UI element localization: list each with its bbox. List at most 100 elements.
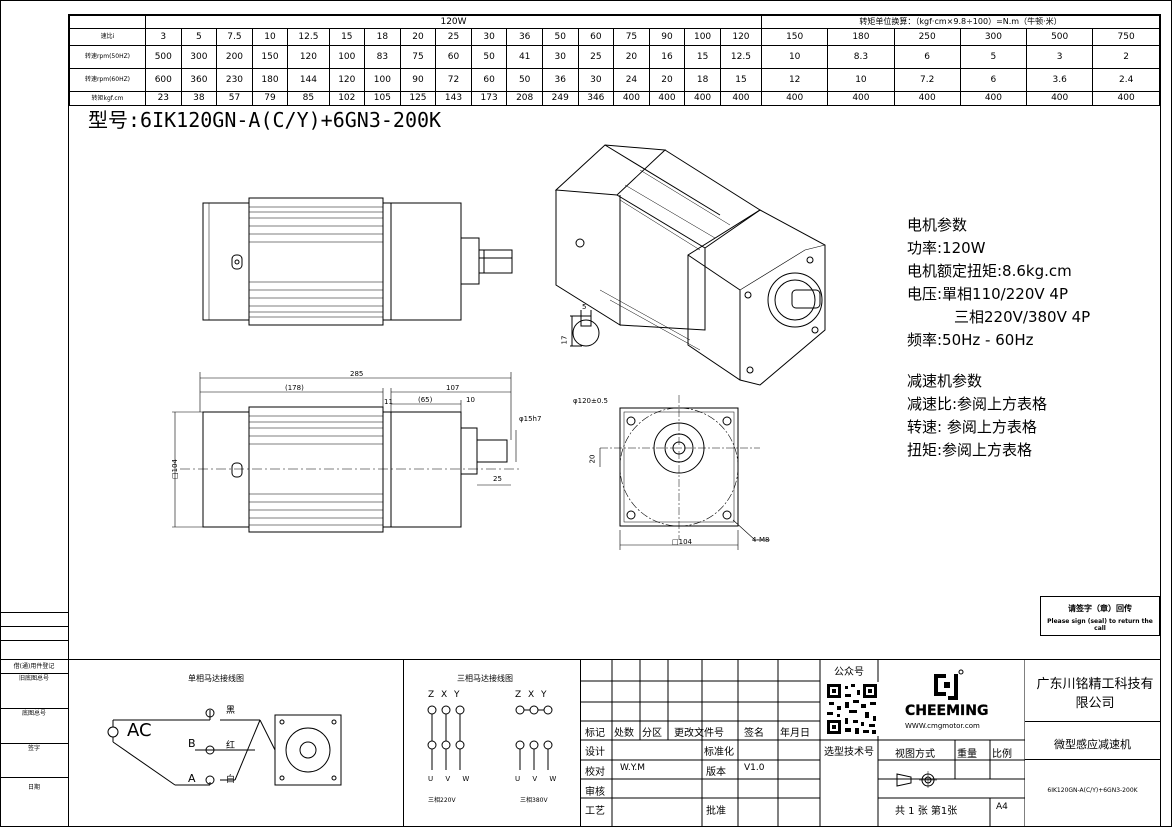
tb-version-label: 版本 xyxy=(706,767,726,778)
dim-total: 285 xyxy=(350,370,364,378)
dim-shaft-dia: φ15h7 xyxy=(519,415,542,423)
dim-pcd: φ120±0.5 xyxy=(573,397,608,405)
dim-gear: 107 xyxy=(446,384,460,392)
side-view-bottom xyxy=(172,372,520,533)
tb-date: 年月日 xyxy=(780,728,810,739)
brand-logo-icon xyxy=(934,669,964,700)
tb-check-by: W.Y.M xyxy=(620,763,646,773)
tb-standard: 标准化 xyxy=(704,747,734,758)
three-wiring-title: 三相马达接线图 xyxy=(457,674,513,683)
spec-cell: 79 xyxy=(251,91,289,106)
isometric-view xyxy=(554,144,826,386)
dim-key-w: 5 xyxy=(582,303,587,311)
spec-cell: 6 xyxy=(959,68,1028,92)
spec-cell: 20 xyxy=(648,68,686,92)
dim-gear-inner: (65) xyxy=(418,396,433,404)
spec-cell: 18 xyxy=(684,68,721,92)
spec-cell: 41 xyxy=(506,45,543,69)
spec-cell: 400 xyxy=(719,91,763,106)
spec-cell: 10 xyxy=(761,45,829,69)
param-line: 扭矩:参阅上方表格 xyxy=(907,441,1033,459)
spec-cell: 16 xyxy=(648,45,686,69)
tb-version: V1.0 xyxy=(744,763,765,773)
spec-cell: 75 xyxy=(399,45,437,69)
tb-check: 校对 xyxy=(585,767,605,778)
zxy-220: Z X Y xyxy=(428,690,462,700)
wire-red: 红 xyxy=(226,741,236,751)
spec-cell: 15 xyxy=(684,45,721,69)
terminal-a: A xyxy=(188,772,196,785)
ac-label: AC xyxy=(127,720,152,741)
dim-hub: 20 xyxy=(588,454,597,464)
sign-box: 请签字（章）回传 Please sign (seal) to return th… xyxy=(1040,596,1160,636)
param-line: 频率:50Hz - 60Hz xyxy=(907,331,1034,349)
technical-drawing xyxy=(172,144,826,550)
dim-square: □104 xyxy=(170,459,179,479)
tb-zone: 分区 xyxy=(642,728,662,739)
spec-cell: 12.5 xyxy=(719,45,763,69)
spec-cell: 150 xyxy=(251,45,289,69)
tb-design: 设计 xyxy=(585,747,605,758)
param-line: 减速比:参阅上方表格 xyxy=(907,395,1048,413)
tb-size: A4 xyxy=(996,802,1008,812)
wire-black: 黑 xyxy=(226,706,236,716)
tb-weight: 重量 xyxy=(957,749,977,760)
v220-label: 三相220V xyxy=(428,797,456,804)
wire-white: 白 xyxy=(226,775,236,785)
spec-table: 120W 转矩单位换算：（kgf·cm×9.8÷100）=N.m（牛顿·米） 速… xyxy=(69,15,1160,106)
motor-params-heading: 电机参数 xyxy=(907,216,968,234)
spec-cell: 8.3 xyxy=(827,45,895,69)
tb-sheets: 共 1 张 第1张 xyxy=(895,806,958,817)
front-view xyxy=(599,395,770,550)
title-block xyxy=(69,659,1160,827)
motor-params: 电机参数 功率:120W 电机额定扭矩:8.6kg.cm 电压:單相110/22… xyxy=(907,214,1090,352)
spec-cell: 7.2 xyxy=(893,68,961,92)
projection-symbol-icon xyxy=(896,771,937,788)
param-line: 电机额定扭矩:8.6kg.cm xyxy=(907,262,1072,280)
spec-cell: 400 xyxy=(893,91,961,106)
spec-cell: 85 xyxy=(287,91,330,106)
company-name: 广东川铭精工科技有限公司 xyxy=(1036,677,1154,711)
strip-borrow: 借(通)用件登记 xyxy=(0,659,68,673)
spec-row-label: 转速rpm(50HZ) xyxy=(69,45,146,69)
tb-count: 处数 xyxy=(614,728,634,739)
spec-cell: 230 xyxy=(216,68,253,92)
key-detail xyxy=(570,310,600,347)
zxy-380: Z X Y xyxy=(515,690,549,700)
reducer-params-heading: 减速机参数 xyxy=(907,372,983,390)
uvw-380: U V W xyxy=(515,775,562,783)
dim-shaft-len: 25 xyxy=(493,475,502,483)
dim-square-bottom: □104 xyxy=(672,538,692,546)
tb-wechat: 公众号 xyxy=(834,667,864,678)
spec-cell: 400 xyxy=(1092,91,1160,106)
tb-scale: 比例 xyxy=(992,749,1012,760)
dim-flange: 11 xyxy=(384,398,393,406)
product-name: 微型感应减速机 xyxy=(1054,738,1131,751)
v380-label: 三相380V xyxy=(520,797,548,804)
tb-approve: 批准 xyxy=(706,806,726,817)
spec-cell: 400 xyxy=(1026,91,1094,106)
tb-mark: 标记 xyxy=(585,728,605,739)
param-line: 功率:120W xyxy=(907,239,986,257)
spec-cell: 200 xyxy=(216,45,253,69)
spec-cell: 23 xyxy=(145,91,182,106)
spec-cell: 249 xyxy=(541,91,579,106)
brand-name: CHEEMING xyxy=(905,703,989,719)
tb-review: 审核 xyxy=(585,787,605,798)
spec-row-label: 转矩kgf.cm xyxy=(69,91,146,106)
tb-process: 工艺 xyxy=(585,806,605,817)
single-phase-wiring xyxy=(107,708,342,786)
spec-cell: 100 xyxy=(328,45,366,69)
single-wiring-title: 单相马达接线图 xyxy=(188,674,244,683)
param-line: 三相220V/380V 4P xyxy=(954,308,1091,326)
spec-cell: 102 xyxy=(328,91,366,106)
strip-signature: 签字 xyxy=(0,743,68,777)
strip-drawing-no: 底图总号 xyxy=(0,708,68,743)
model-code: 6IK120GN-A(C/Y)+6GN3-200K xyxy=(1047,787,1138,794)
dim-shaft-step: 10 xyxy=(466,396,475,404)
param-line: 电压:單相110/220V 4P xyxy=(907,285,1068,303)
